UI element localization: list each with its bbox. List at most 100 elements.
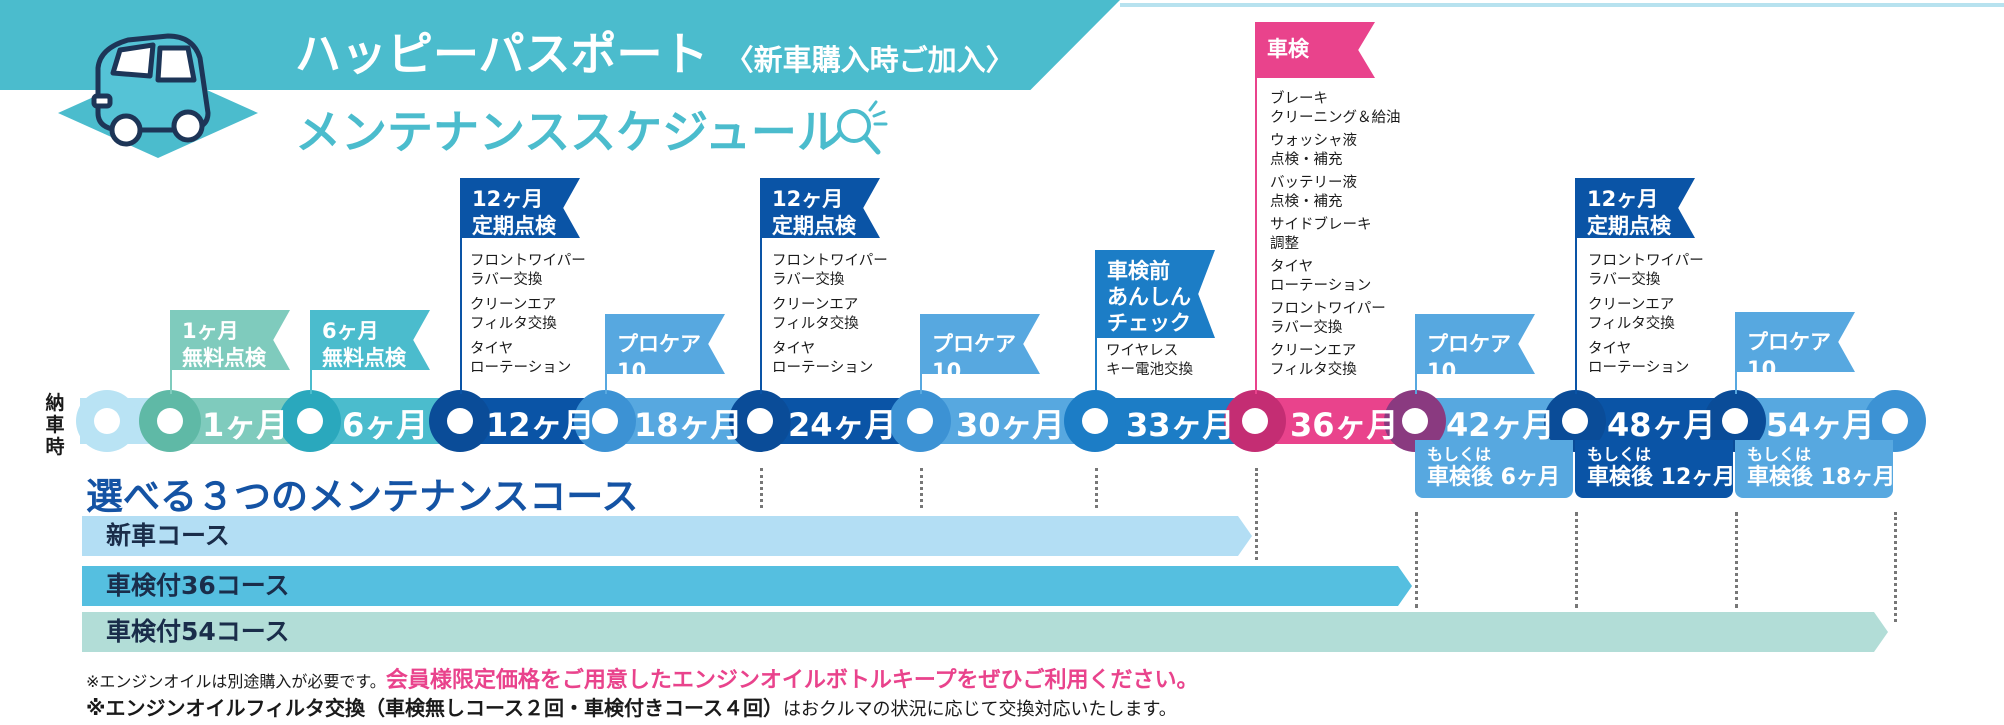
note-bold: ※エンジンオイルフィルタ交換（車検無しコース２回・車検付きコース４回） bbox=[86, 696, 784, 720]
month-label: 1ヶ月 bbox=[202, 406, 289, 444]
item: クリーニング＆給油 bbox=[1270, 110, 1401, 126]
guide-dots bbox=[1575, 512, 1578, 608]
flag-line: チェック bbox=[1107, 311, 1191, 335]
item: キー電池交換 bbox=[1106, 362, 1193, 378]
note-highlight: 会員様限定価格をご用意したエンジンオイルボトルキープをぜひご利用ください。 bbox=[385, 668, 1199, 693]
item: ラバー交換 bbox=[772, 272, 845, 288]
item: 点検・補充 bbox=[1270, 152, 1343, 168]
flag-line: プロケア10 bbox=[617, 332, 701, 383]
item: タイヤ bbox=[470, 341, 514, 357]
timeline-node bbox=[1224, 390, 1286, 452]
item: フィルタ交換 bbox=[772, 316, 859, 332]
month-label: 42ヶ月 bbox=[1446, 406, 1555, 444]
car-icon bbox=[58, 18, 258, 178]
title-text: ハッピーパスポート bbox=[295, 27, 709, 81]
item: 調整 bbox=[1270, 236, 1299, 252]
item: ローテーション bbox=[1588, 360, 1690, 376]
flag-line: 無料点検 bbox=[322, 346, 406, 370]
course-bar-54: 車検付54コース bbox=[82, 612, 1888, 652]
alt-small: もしくは bbox=[1747, 445, 1812, 464]
flag-36-month: 車検 bbox=[1255, 22, 1375, 78]
month-label: 12ヶ月 bbox=[486, 406, 595, 444]
flag-pole bbox=[1575, 178, 1577, 394]
item: クリーンエア bbox=[1588, 297, 1675, 313]
timeline-node bbox=[1064, 390, 1126, 452]
course-bar-new: 新車コース bbox=[82, 516, 1252, 556]
flag-33-month: 車検前 あんしん チェック bbox=[1095, 250, 1215, 338]
item: ローテーション bbox=[772, 360, 874, 376]
flag-line: 無料点検 bbox=[182, 346, 266, 370]
guide-dots bbox=[1095, 468, 1098, 508]
item: ラバー交換 bbox=[1270, 320, 1343, 336]
item: タイヤ bbox=[772, 341, 816, 357]
flag-line: 12ヶ月 bbox=[1587, 187, 1659, 211]
month-label: 33ヶ月 bbox=[1126, 406, 1235, 444]
timeline-node bbox=[574, 390, 636, 452]
alt-label: もしくは 車検後 12ヶ月 bbox=[1575, 440, 1735, 498]
flag-line: プロケア10 bbox=[1747, 330, 1831, 381]
service-items: ブレーキクリーニング＆給油 ウォッシャ液点検・補充 バッテリー液点検・補充 サイ… bbox=[1270, 90, 1401, 384]
alt-big: 車検後 6ヶ月 bbox=[1427, 465, 1560, 490]
item: タイヤ bbox=[1588, 341, 1632, 357]
flag-30-month: プロケア10 bbox=[920, 314, 1040, 374]
item: ローテーション bbox=[1270, 278, 1372, 294]
item: ローテーション bbox=[470, 360, 572, 376]
alt-small: もしくは bbox=[1587, 445, 1652, 464]
start-label: 納車時 bbox=[45, 392, 65, 458]
item: ブレーキ bbox=[1270, 91, 1328, 107]
timeline-node bbox=[76, 390, 138, 452]
item: フロントワイパー bbox=[1270, 301, 1386, 317]
item: フィルタ交換 bbox=[1588, 316, 1675, 332]
note-text: はおクルマの状況に応じて交換対応いたします。 bbox=[783, 699, 1177, 720]
guide-dots bbox=[1415, 512, 1418, 608]
flag-12-month: 12ヶ月 定期点検 bbox=[460, 178, 580, 238]
flag-line: プロケア10 bbox=[1427, 332, 1511, 383]
month-label: 36ヶ月 bbox=[1290, 406, 1399, 444]
flag-pole bbox=[460, 178, 462, 394]
flag-6-month: 6ヶ月 無料点検 bbox=[310, 310, 430, 370]
flag-48-month: 12ヶ月 定期点検 bbox=[1575, 178, 1695, 238]
alt-label: もしくは 車検後 18ヶ月 bbox=[1735, 440, 1896, 498]
item: バッテリー液 bbox=[1270, 175, 1357, 191]
flag-line: 12ヶ月 bbox=[772, 187, 844, 211]
flag-line: 12ヶ月 bbox=[472, 187, 544, 211]
title-note: 〈新車購入時ご加入〉 bbox=[724, 43, 1015, 77]
flag-line: 車検前 bbox=[1107, 259, 1170, 283]
timeline-node bbox=[889, 390, 951, 452]
guide-dots bbox=[1735, 512, 1738, 608]
item: ウォッシャ液 bbox=[1270, 133, 1357, 149]
page-title: ハッピーパスポート 〈新車購入時ご加入〉 bbox=[295, 18, 1015, 84]
service-items: フロントワイパーラバー交換 クリーンエアフィルタ交換 タイヤローテーション bbox=[470, 252, 586, 384]
month-label: 54ヶ月 bbox=[1766, 406, 1875, 444]
course-bar-36: 車検付36コース bbox=[82, 566, 1412, 606]
page-subtitle: メンテナンススケジュール bbox=[295, 105, 843, 159]
flag-line: 定期点検 bbox=[472, 214, 556, 238]
flag-pole bbox=[1255, 22, 1257, 394]
note-oil: ※エンジンオイルは別途購入が必要です。会員様限定価格をご用意したエンジンオイルボ… bbox=[86, 662, 1199, 694]
guide-dots bbox=[1255, 468, 1258, 560]
item: ワイヤレス bbox=[1106, 343, 1179, 359]
flag-line: あんしん bbox=[1107, 285, 1191, 309]
month-label: 48ヶ月 bbox=[1607, 406, 1716, 444]
item: クリーンエア bbox=[1270, 343, 1357, 359]
flag-line: 6ヶ月 bbox=[322, 319, 379, 343]
flag-line: 定期点検 bbox=[772, 214, 856, 238]
item: フロントワイパー bbox=[470, 253, 586, 269]
item: ラバー交換 bbox=[470, 272, 543, 288]
timeline-node bbox=[139, 390, 201, 452]
item: ラバー交換 bbox=[1588, 272, 1661, 288]
header-rule bbox=[1120, 3, 2004, 7]
alt-small: もしくは bbox=[1427, 445, 1492, 464]
item: タイヤ bbox=[1270, 259, 1314, 275]
flag-18-month: プロケア10 bbox=[605, 314, 725, 374]
flag-line: 定期点検 bbox=[1587, 214, 1671, 238]
item: フィルタ交換 bbox=[1270, 362, 1357, 378]
item: サイドブレーキ bbox=[1270, 217, 1372, 233]
timeline-node bbox=[279, 390, 341, 452]
alt-label: もしくは 車検後 6ヶ月 bbox=[1415, 440, 1573, 498]
service-items: フロントワイパーラバー交換 クリーンエアフィルタ交換 タイヤローテーション bbox=[772, 252, 888, 384]
month-label: 30ヶ月 bbox=[956, 406, 1065, 444]
item: クリーンエア bbox=[470, 297, 557, 313]
guide-dots bbox=[920, 468, 923, 508]
alt-big: 車検後 18ヶ月 bbox=[1747, 465, 1896, 490]
